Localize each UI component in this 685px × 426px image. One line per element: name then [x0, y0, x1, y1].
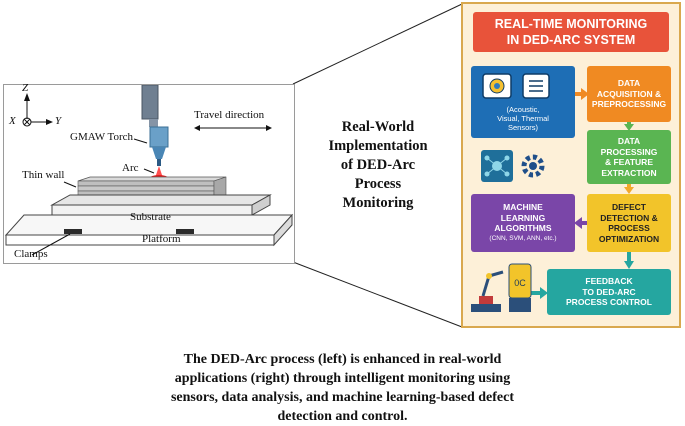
dpf-line: DATA [617, 136, 641, 146]
daq-line: PREPROCESSING [591, 99, 667, 110]
sensors-line: (Acoustic, [506, 105, 540, 114]
dd-line: DEFECT [612, 202, 646, 212]
title-line: Real-World [341, 119, 415, 135]
fb-line: TO DED-ARC [582, 286, 636, 297]
caption-line: detection and control. [277, 409, 408, 424]
clamp-right [176, 229, 194, 234]
panel-title-line: IN DED-ARC SYSTEM [506, 33, 636, 47]
torch-upper [141, 85, 159, 120]
implementation-title: Real-World Implementation of DED-Arc Pro… [316, 118, 440, 213]
caption-line: sensors, data analysis, and machine lear… [170, 390, 515, 405]
defect-detection-box: DEFECT DETECTION & PROCESS OPTIMIZATION [587, 194, 671, 252]
torch-body [149, 126, 169, 148]
arc-flame [155, 166, 163, 178]
caption-line: The DED-Arc process (left) is enhanced i… [183, 352, 502, 367]
platform-label: Platform [142, 233, 181, 245]
arc-label: Arc [122, 162, 139, 174]
thin-wall-label: Thin wall [22, 169, 65, 181]
travel-direction-label: Travel direction [194, 109, 265, 121]
clamps-label: Clamps [14, 248, 48, 260]
dd-line: PROCESS [608, 223, 650, 233]
torch-nozzle [152, 147, 166, 159]
sensors-line: Sensors) [507, 123, 538, 132]
ml-icons [481, 150, 545, 182]
ded-arc-schematic: Z X Y GMAW Torch Travel direction Arc Th… [3, 82, 295, 264]
robot-base-icon [471, 304, 501, 312]
clamp-left [64, 229, 82, 234]
sensors-line: Visual, Thermal [497, 114, 549, 123]
substrate-plate [50, 194, 272, 216]
ml-line: ALGORITHMS [494, 223, 552, 233]
data-acquisition-box: DATA ACQUISITION & PREPROCESSING [587, 66, 671, 122]
substrate-label: Substrate [130, 211, 171, 223]
panel-title: REAL-TIME MONITORING IN DED-ARC SYSTEM [473, 12, 669, 52]
caption-line: applications (right) through intelligent… [174, 371, 511, 386]
schematic-drawing [4, 85, 294, 256]
ml-line: MACHINE [503, 202, 543, 212]
feedback-control-box: FEEDBACK TO DED-ARC PROCESS CONTROL [547, 269, 671, 315]
robot-icons: 0C [471, 263, 532, 312]
axis-y-label: Y [55, 115, 62, 127]
sensor-icons [482, 73, 550, 99]
axis-x-label: X [9, 115, 16, 127]
ml-subtitle: (CNN, SVM, ANN, etc.) [489, 234, 557, 242]
thermo-label: 0C [514, 278, 526, 288]
ml-line: LEARNING [500, 212, 546, 223]
monitoring-panel: REAL-TIME MONITORING IN DED-ARC SYSTEM (… [461, 2, 681, 328]
daq-line: ACQUISITION & [596, 88, 662, 99]
dd-line: OPTIMIZATION [598, 233, 660, 244]
title-line: Monitoring [342, 195, 414, 211]
dd-line: DETECTION & [600, 212, 658, 223]
panel-title-line: REAL-TIME MONITORING [494, 17, 648, 31]
flow-arrows [529, 88, 634, 299]
torch-label: GMAW Torch [70, 131, 134, 143]
dpf-line: EXTRACTION [601, 167, 657, 178]
ml-algorithms-box: MACHINE LEARNING ALGORITHMS (CNN, SVM, A… [471, 194, 575, 252]
title-line: Process [354, 176, 402, 192]
gear-icon [521, 154, 545, 178]
dpf-line: & FEATURE [604, 157, 653, 167]
fb-line: FEEDBACK [585, 276, 633, 287]
figure-caption: The DED-Arc process (left) is enhanced i… [120, 350, 565, 426]
title-line: of DED-Arc [340, 157, 416, 173]
fb-line: PROCESS CONTROL [566, 297, 652, 308]
data-processing-box: DATA PROCESSING & FEATURE EXTRACTION [587, 130, 671, 184]
dpf-line: PROCESSING [600, 146, 658, 157]
axis-z-label: Z [22, 82, 29, 94]
daq-line: DATA [617, 78, 641, 89]
title-line: Implementation [328, 138, 428, 154]
